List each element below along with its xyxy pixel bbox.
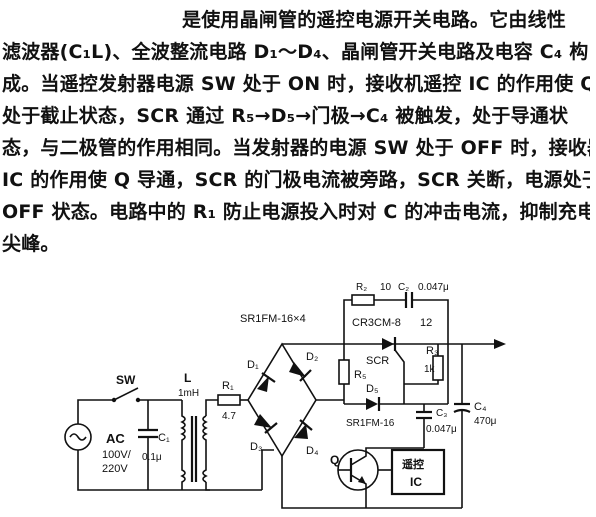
text-line-4: 处于截止状态，SCR 通过 R₅→D₅→门极→C₄ 被触发，处于导通状 <box>2 105 569 127</box>
r3-label: R₃ <box>426 345 438 357</box>
inductor-l: L 1mH <box>178 371 262 491</box>
r3-value: 1k <box>424 364 436 375</box>
bridge-part-label: SR1FM-16×4 <box>240 313 306 325</box>
d5-part: SR1FM-16 <box>346 418 395 429</box>
bridge-ac-bottom-wire <box>261 449 274 490</box>
d2-label: D₂ <box>306 351 318 363</box>
bridge-rectifier: SR1FM-16×4 D₁ D₂ D₃ D₄ <box>240 313 319 458</box>
scr-label: SCR <box>366 355 389 367</box>
c1-label: C₁ <box>158 432 170 444</box>
q-label: Q <box>330 453 339 467</box>
c3-value: 0.047μ <box>426 424 457 435</box>
diode-d1 <box>257 376 269 392</box>
r5-label: R₅ <box>354 369 366 381</box>
capacitor-c4: C₄ 470μ <box>453 344 497 508</box>
ic-label-line2: IC <box>410 475 422 489</box>
ac-top-wire <box>77 399 112 424</box>
circuit-diagram: AC 100V/ 220V SW C₁ 0.1μ L 1mH <box>64 282 506 509</box>
r1-value: 4.7 <box>222 411 236 422</box>
l-value: 1mH <box>178 388 199 399</box>
text-line-8: 尖峰。 <box>2 233 60 255</box>
remote-ic-block: 遥控 IC <box>390 448 446 496</box>
text-line-2: 滤波器(C₁L)、全波整流电路 D₁～D₄、晶闸管开关电路及电容 C₄ 构 <box>2 41 589 63</box>
ac-bottom-wire <box>77 450 210 491</box>
capacitor-c1: C₁ 0.1μ <box>138 400 170 490</box>
text-line-3: 成。当遥控发射器电源 SW 处于 ON 时，接收机遥控 IC 的作用使 Q <box>2 73 590 95</box>
r2-label: R₂ <box>356 282 367 293</box>
c4-value: 470μ <box>474 416 497 427</box>
ac-rating-line2: 220V <box>102 463 128 475</box>
scr-part-suffix: 12 <box>420 317 432 329</box>
switch-sw: SW <box>111 373 141 403</box>
ac-rating-line1: 100V/ <box>102 449 132 461</box>
text-line-1: 是使用晶闸管的遥控电源开关电路。它由线性 <box>2 4 590 36</box>
text-line-5: 态，与二极管的作用相同。当发射器的电源 SW 处于 OFF 时，接收器 <box>2 137 590 159</box>
d4-label: D₄ <box>306 445 319 457</box>
resistor-r5: R₅ <box>338 344 366 404</box>
capacitor-c3: C₃ 0.047μ <box>416 404 457 448</box>
thyristor-scr: SCR <box>366 337 405 384</box>
resistor-r3: R₃ 1k <box>404 344 444 385</box>
c2-value: 0.047μ <box>418 282 449 293</box>
c4-label: C₄ <box>474 401 487 413</box>
resistor-r1: R₁ 4.7 <box>217 380 248 422</box>
c1-value: 0.1μ <box>142 452 162 463</box>
description-paragraph: 是使用晶闸管的遥控电源开关电路。它由线性 滤波器(C₁L)、全波整流电路 D₁～… <box>2 4 590 260</box>
d1-label: D₁ <box>247 359 259 371</box>
diode-d5: D₅ SR1FM-16 <box>344 383 448 429</box>
c2-label: C₂ <box>398 282 409 293</box>
snubber-r2-c2: R₂ 10 C₂ 0.047μ <box>343 282 449 344</box>
ac-source: AC 100V/ 220V <box>64 423 132 475</box>
d5-label: D₅ <box>366 383 378 395</box>
ic-label-line1: 遥控 <box>402 457 424 471</box>
r2-value: 10 <box>380 282 392 293</box>
ac-label: AC <box>106 431 125 446</box>
text-line-6: IC 的作用使 Q 导通，SCR 的门极电流被旁路，SCR 关断，电源处于 <box>2 169 590 191</box>
diode-d3 <box>254 414 272 428</box>
c3-label: C₃ <box>436 408 447 419</box>
diode-d2 <box>289 362 306 377</box>
text-line-1-content: 是使用晶闸管的遥控电源开关电路。它由线性 <box>182 9 567 31</box>
scr-part-label: CR3CM-8 <box>352 317 401 329</box>
diode-d4 <box>294 424 308 439</box>
r1-label: R₁ <box>222 380 234 392</box>
text-line-7: OFF 状态。电路中的 R₁ 防止电源投入时对 C 的冲击电流，抑制充电 <box>2 201 590 223</box>
output-arrow <box>494 339 506 349</box>
d3-label: D₃ <box>250 441 262 453</box>
bridge-bottom-wire <box>281 456 462 509</box>
sw-label: SW <box>116 373 136 387</box>
l-label: L <box>184 371 191 385</box>
